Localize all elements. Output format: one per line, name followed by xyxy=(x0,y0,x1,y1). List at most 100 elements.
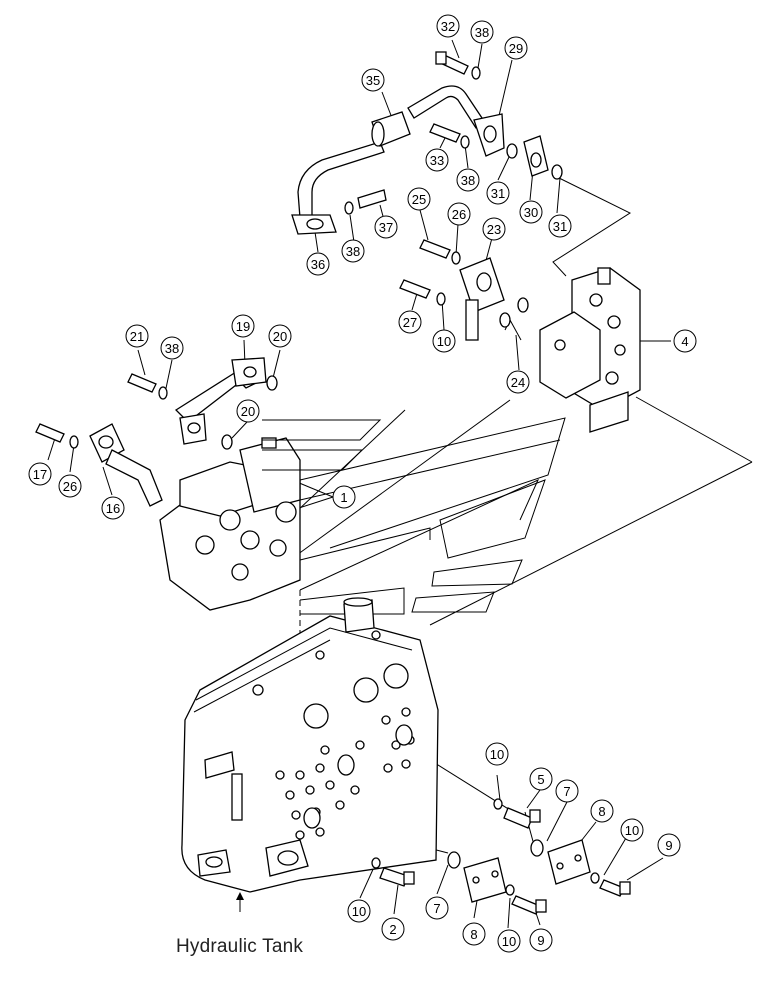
flange-23-assembly xyxy=(399,239,529,341)
callout-circle xyxy=(486,181,510,205)
callout-circle xyxy=(497,929,521,953)
callout-label: 23 xyxy=(487,222,501,237)
callout-2: 2 xyxy=(381,917,405,941)
callout-31: 31 xyxy=(548,214,572,238)
callout-circle xyxy=(381,917,405,941)
callout-19: 19 xyxy=(231,314,255,338)
callout-33: 33 xyxy=(425,148,449,172)
callout-circle xyxy=(268,324,292,348)
callout-26: 26 xyxy=(447,202,471,226)
callout-circle xyxy=(504,36,528,60)
callout-circle xyxy=(432,329,456,353)
callout-circle xyxy=(101,496,125,520)
callout-circle xyxy=(425,896,449,920)
callout-label: 29 xyxy=(509,41,523,56)
callout-circle xyxy=(361,68,385,92)
callout-circle xyxy=(555,779,579,803)
callout-label: 20 xyxy=(273,329,287,344)
callout-10: 10 xyxy=(347,899,371,923)
callout-label: 25 xyxy=(412,192,426,207)
callout-10: 10 xyxy=(432,329,456,353)
callout-circle xyxy=(456,168,480,192)
callout-label: 21 xyxy=(130,329,144,344)
callout-circle xyxy=(306,252,330,276)
callout-label: 36 xyxy=(311,257,325,272)
callout-label: 26 xyxy=(63,479,77,494)
callout-5: 5 xyxy=(529,767,553,791)
callout-38: 38 xyxy=(160,336,184,360)
callout-circle xyxy=(482,217,506,241)
callout-circle xyxy=(447,202,471,226)
callout-circle xyxy=(620,818,644,842)
callout-label: 31 xyxy=(553,219,567,234)
callout-circle xyxy=(425,148,449,172)
control-valve-4 xyxy=(539,267,641,433)
callout-label: 24 xyxy=(511,375,525,390)
callout-23: 23 xyxy=(482,217,506,241)
callout-circle xyxy=(58,474,82,498)
callout-circle xyxy=(236,399,260,423)
callout-label: 4 xyxy=(681,334,688,349)
callout-label: 38 xyxy=(165,341,179,356)
hydraulic-tank xyxy=(181,597,439,912)
callout-label: 9 xyxy=(665,838,672,853)
callout-circle xyxy=(374,215,398,239)
callout-circle xyxy=(125,324,149,348)
callout-label: 32 xyxy=(441,19,455,34)
upper-pipe-assembly xyxy=(291,51,563,235)
callout-35: 35 xyxy=(361,68,385,92)
callout-circle xyxy=(506,370,530,394)
callout-10: 10 xyxy=(620,818,644,842)
callout-label: 10 xyxy=(625,823,639,838)
callout-38: 38 xyxy=(456,168,480,192)
callout-8: 8 xyxy=(462,922,486,946)
callout-label: 8 xyxy=(470,927,477,942)
callout-26: 26 xyxy=(58,474,82,498)
diagram-caption: Hydraulic Tank xyxy=(176,936,304,957)
callout-circle xyxy=(519,200,543,224)
callout-1: 1 xyxy=(332,485,356,509)
callout-38: 38 xyxy=(470,20,494,44)
callout-21: 21 xyxy=(125,324,149,348)
callout-27: 27 xyxy=(398,310,422,334)
callout-label: 33 xyxy=(430,153,444,168)
callout-label: 37 xyxy=(379,220,393,235)
callout-label: 10 xyxy=(437,334,451,349)
callout-37: 37 xyxy=(374,215,398,239)
callout-7: 7 xyxy=(425,896,449,920)
callout-label: 8 xyxy=(598,804,605,819)
callout-38: 38 xyxy=(341,239,365,263)
callout-circle xyxy=(548,214,572,238)
callout-20: 20 xyxy=(236,399,260,423)
callout-label: 10 xyxy=(490,747,504,762)
callout-24: 24 xyxy=(506,370,530,394)
callout-label: 10 xyxy=(502,934,516,949)
callout-circle xyxy=(332,485,356,509)
callout-16: 16 xyxy=(101,496,125,520)
callout-9: 9 xyxy=(657,833,681,857)
callout-25: 25 xyxy=(407,187,431,211)
tank-covers xyxy=(371,798,631,915)
callout-label: 19 xyxy=(236,319,250,334)
callout-circle xyxy=(160,336,184,360)
callout-label: 31 xyxy=(491,186,505,201)
callout-31: 31 xyxy=(486,181,510,205)
callout-10: 10 xyxy=(497,929,521,953)
callout-label: 38 xyxy=(461,173,475,188)
callout-circle xyxy=(347,899,371,923)
callout-label: 20 xyxy=(241,404,255,419)
callout-circle xyxy=(436,14,460,38)
callout-label: 35 xyxy=(366,73,380,88)
callout-label: 38 xyxy=(475,25,489,40)
callout-label: 7 xyxy=(433,901,440,916)
pump-assembly-1 xyxy=(35,357,301,611)
callout-17: 17 xyxy=(28,462,52,486)
callout-circle xyxy=(407,187,431,211)
callout-20: 20 xyxy=(268,324,292,348)
callout-circle xyxy=(470,20,494,44)
callout-circle xyxy=(529,767,553,791)
callout-32: 32 xyxy=(436,14,460,38)
callout-label: 10 xyxy=(352,904,366,919)
